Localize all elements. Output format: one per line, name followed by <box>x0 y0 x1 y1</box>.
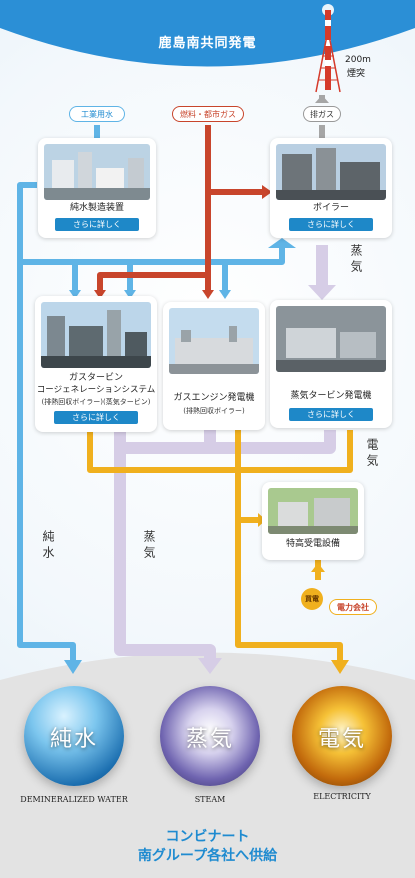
water-treatment-photo <box>44 144 150 200</box>
water-treatment-more-button[interactable]: さらに詳しく <box>55 218 139 231</box>
steam-label-top: 蒸気 <box>349 244 363 276</box>
gas-turbine-photo <box>41 302 151 368</box>
footer-line-1: コンビナート <box>165 829 250 845</box>
boiler-title: ボイラー <box>312 203 349 213</box>
steam-turbine-photo <box>276 306 386 372</box>
electricity-sphere <box>292 686 392 786</box>
industrial-water-tag: 工業用水 <box>69 106 125 122</box>
exhaust-gas-tag: 排ガス <box>303 106 341 122</box>
gas-engine-title: ガスエンジン発電機 <box>173 393 255 403</box>
boiler-photo <box>276 144 386 200</box>
electricity-sphere-text: 電気 <box>317 727 366 752</box>
substation-card: 特高受電設備 <box>262 482 364 560</box>
gas-turbine-sub: (排熱回収ボイラー)(蒸気タービン) <box>41 398 151 406</box>
boiler-more-button[interactable]: さらに詳しく <box>289 218 373 231</box>
water-treatment-title: 純水製造装置 <box>69 203 124 213</box>
power-company-tag: 電力会社 <box>329 599 377 615</box>
page-title: 鹿島南共同発電 <box>158 36 257 51</box>
chimney-name: 煙突 <box>347 69 366 79</box>
pure-water-sphere <box>24 686 124 786</box>
buy-power-badge: 買電 <box>301 588 323 610</box>
gas-turbine-more-button[interactable]: さらに詳しく <box>54 411 138 424</box>
header-banner <box>0 0 415 67</box>
gas-turbine-title-2: コージェネレーションシステム <box>36 385 156 395</box>
chimney-icon <box>315 4 341 93</box>
boiler-card: ボイラー さらに詳しく <box>270 138 392 238</box>
steam-sphere-text: 蒸気 <box>185 727 234 752</box>
gas-engine-photo <box>169 308 259 374</box>
pure-water-sphere-text: 純水 <box>49 727 98 752</box>
steam-label-left: 蒸気 <box>142 530 156 562</box>
electricity-label-right: 電気 <box>365 438 379 470</box>
steam-sphere <box>160 686 260 786</box>
pure-water-label: 純水 <box>41 530 55 562</box>
water-treatment-card: 純水製造装置 さらに詳しく <box>38 138 156 238</box>
footer-line-2: 南グループ各社へ供給 <box>137 848 278 864</box>
substation-photo <box>268 488 358 534</box>
steam-turbine-card: 蒸気タービン発電機 さらに詳しく <box>270 300 392 428</box>
gas-turbine-card: ガスタービン コージェネレーションシステム (排熱回収ボイラー)(蒸気タービン)… <box>35 296 157 432</box>
steam-turbine-title: 蒸気タービン発電機 <box>290 391 372 401</box>
gas-engine-sub: (排熱回収ボイラー) <box>183 407 245 415</box>
steam-turbine-more-button[interactable]: さらに詳しく <box>289 408 373 421</box>
steam-output-label: STEAM <box>194 795 226 804</box>
fuel-gas-tag: 燃料・都市ガス <box>172 106 244 122</box>
pure-water-output-label: DEMINERALIZED WATER <box>20 795 128 804</box>
electricity-output-label: ELECTRICITY <box>313 792 371 801</box>
chimney-height: 200m <box>345 55 371 65</box>
gas-turbine-title-1: ガスタービン <box>68 373 123 383</box>
substation-title: 特高受電設備 <box>285 539 340 549</box>
gas-engine-card: ガスエンジン発電機 (排熱回収ボイラー) <box>163 302 265 430</box>
